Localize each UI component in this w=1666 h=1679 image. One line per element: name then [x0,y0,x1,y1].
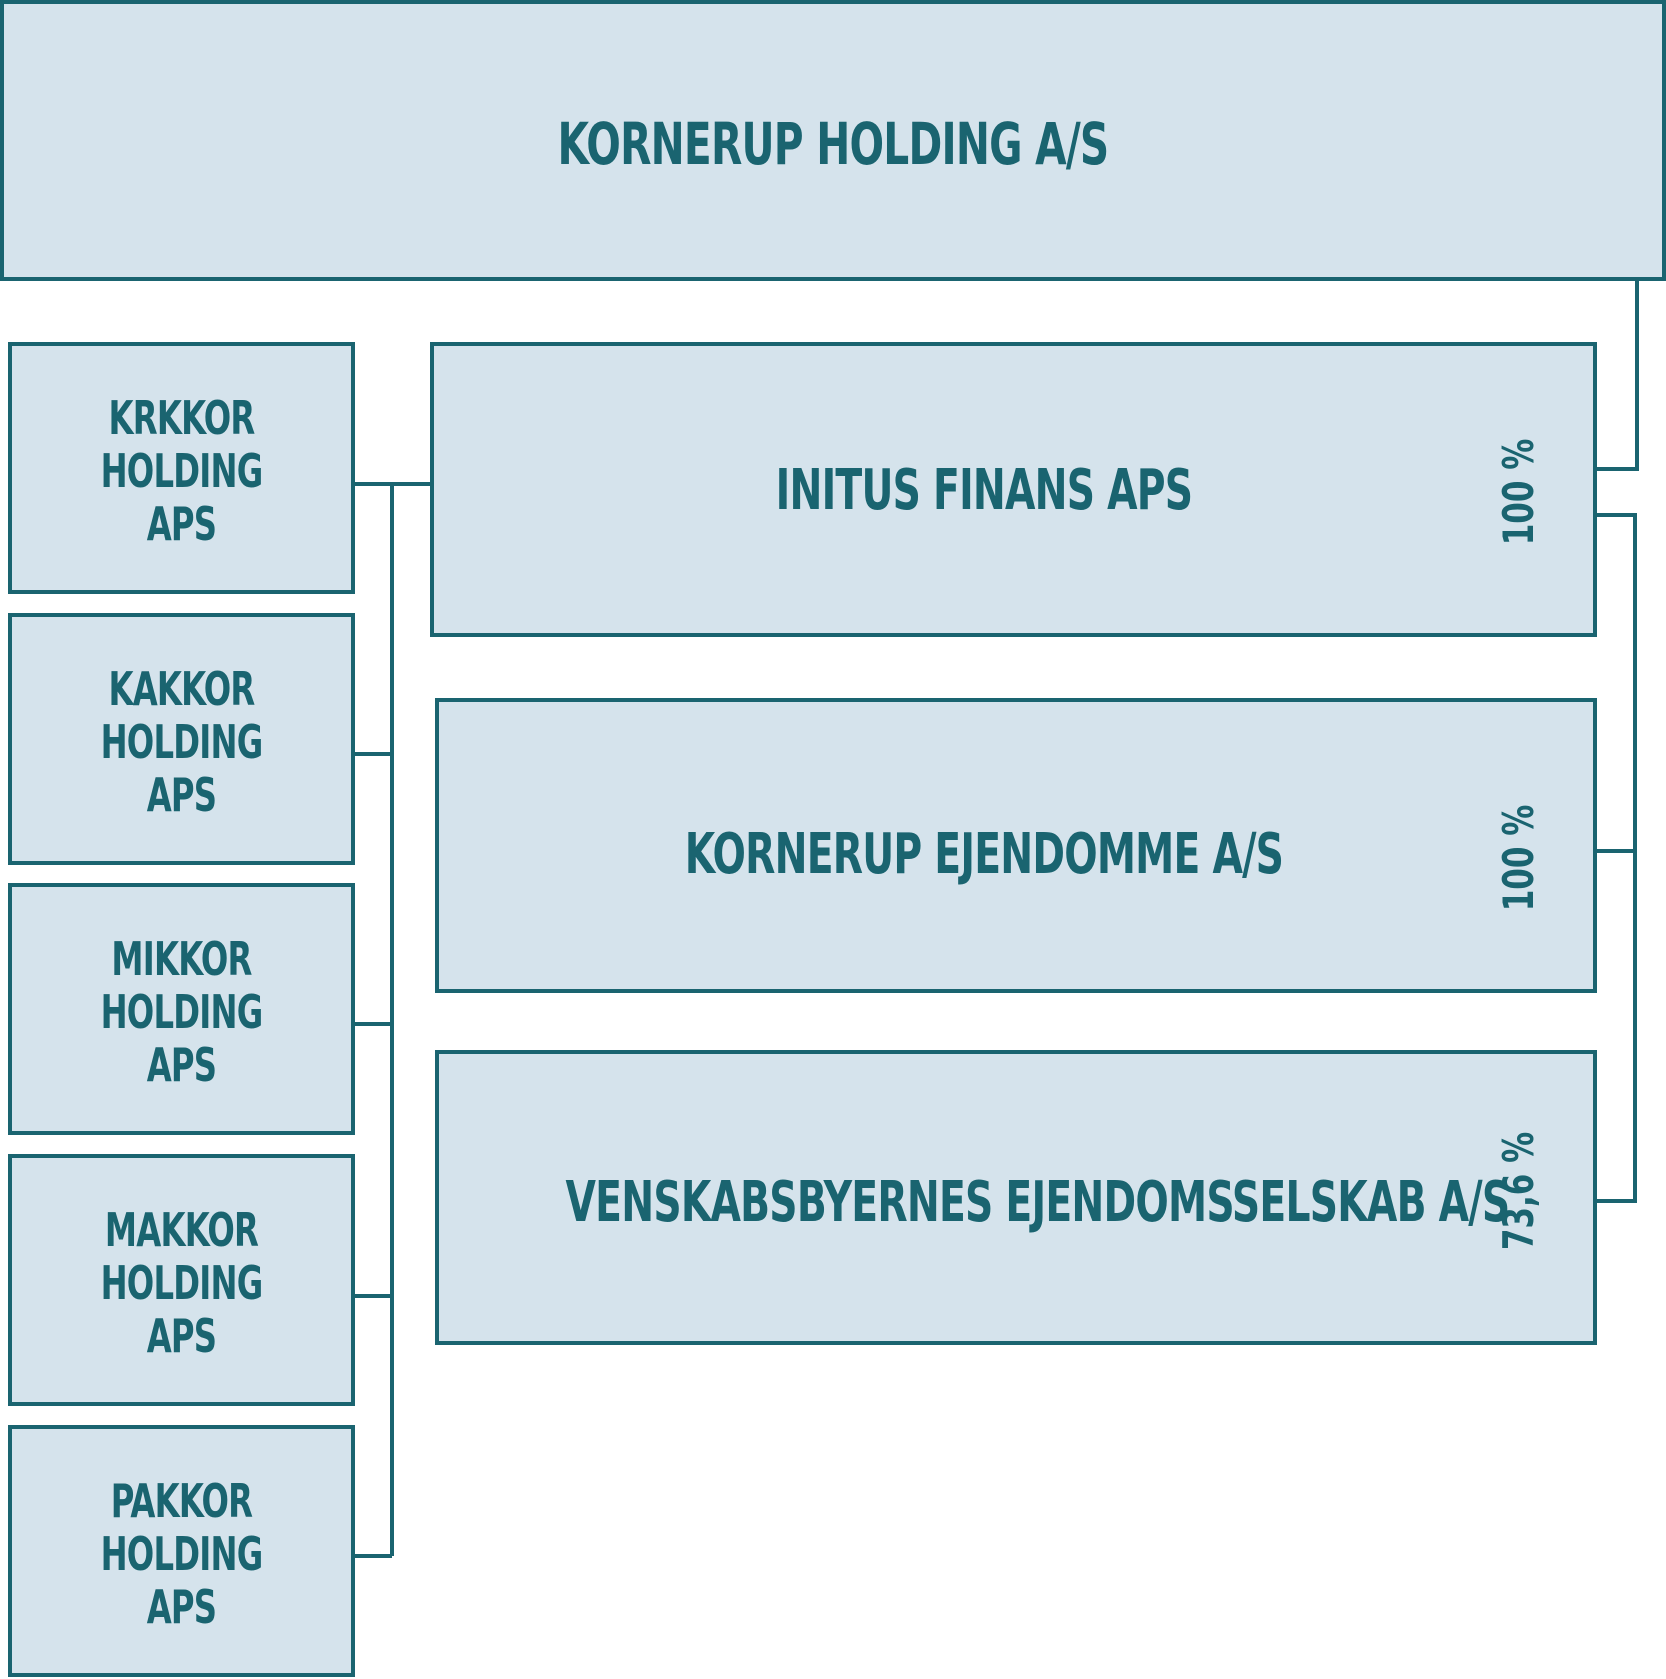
ownership-percentage: 73,6 % [1494,1131,1543,1251]
parent-company-name: KORNERUP HOLDING A/S [557,110,1110,178]
owner-box-krkkor: KRKKOR HOLDING APS [8,342,355,594]
owner-name: KRKKOR HOLDING APS [49,392,313,551]
subsidiary-name: KORNERUP EJENDOMME A/S [684,822,1284,887]
owner-name-line: HOLDING [100,1527,264,1581]
parent-company-box: KORNERUP HOLDING A/S [0,0,1666,281]
subsidiary-box-kornerup-ejendomme: KORNERUP EJENDOMME A/S 100 % [435,698,1597,993]
owner-name: KAKKOR HOLDING APS [49,663,313,822]
owner-box-makkor: MAKKOR HOLDING APS [8,1154,355,1406]
connector-initus-to-subsidiaries [1594,513,1637,1203]
owner-box-mikkor: MIKKOR HOLDING APS [8,883,355,1135]
owner-name-line: APS [146,768,217,822]
owner-name-line: KRKKOR [108,391,256,445]
owner-name-line: KAKKOR [108,662,255,716]
ownership-percentage: 100 % [1494,804,1543,912]
owner-name-line: MIKKOR [111,932,252,986]
subsidiary-box-initus-finans: INITUS FINANS APS 100 % [430,342,1597,637]
owner-box-kakkor: KAKKOR HOLDING APS [8,613,355,865]
owner-name-line: PAKKOR [110,1474,253,1528]
subsidiary-name: INITUS FINANS APS [775,458,1193,523]
owner-name-line: APS [146,1580,217,1634]
owner-name-line: MAKKOR [104,1203,259,1257]
owner-name: MIKKOR HOLDING APS [49,933,313,1092]
owner-name-line: HOLDING [100,1256,264,1310]
owner-name-line: HOLDING [100,715,264,769]
owner-name-line: HOLDING [100,985,264,1039]
owner-box-pakkor: PAKKOR HOLDING APS [8,1425,355,1677]
connector-parent-to-initus [1594,279,1639,471]
owner-name-line: APS [146,497,217,551]
owner-name: MAKKOR HOLDING APS [49,1204,313,1363]
owner-name-line: APS [146,1038,217,1092]
ownership-percentage: 100 % [1494,438,1543,546]
owner-name: PAKKOR HOLDING APS [49,1475,313,1634]
owner-name-line: HOLDING [100,444,264,498]
subsidiary-box-venskabsbyernes: VENSKABSBYERNES EJENDOMSSELSKAB A/S 73,6… [435,1050,1597,1345]
subsidiary-name: VENSKABSBYERNES EJENDOMSSELSKAB A/S [565,1170,1511,1235]
owner-name-line: APS [146,1309,217,1363]
